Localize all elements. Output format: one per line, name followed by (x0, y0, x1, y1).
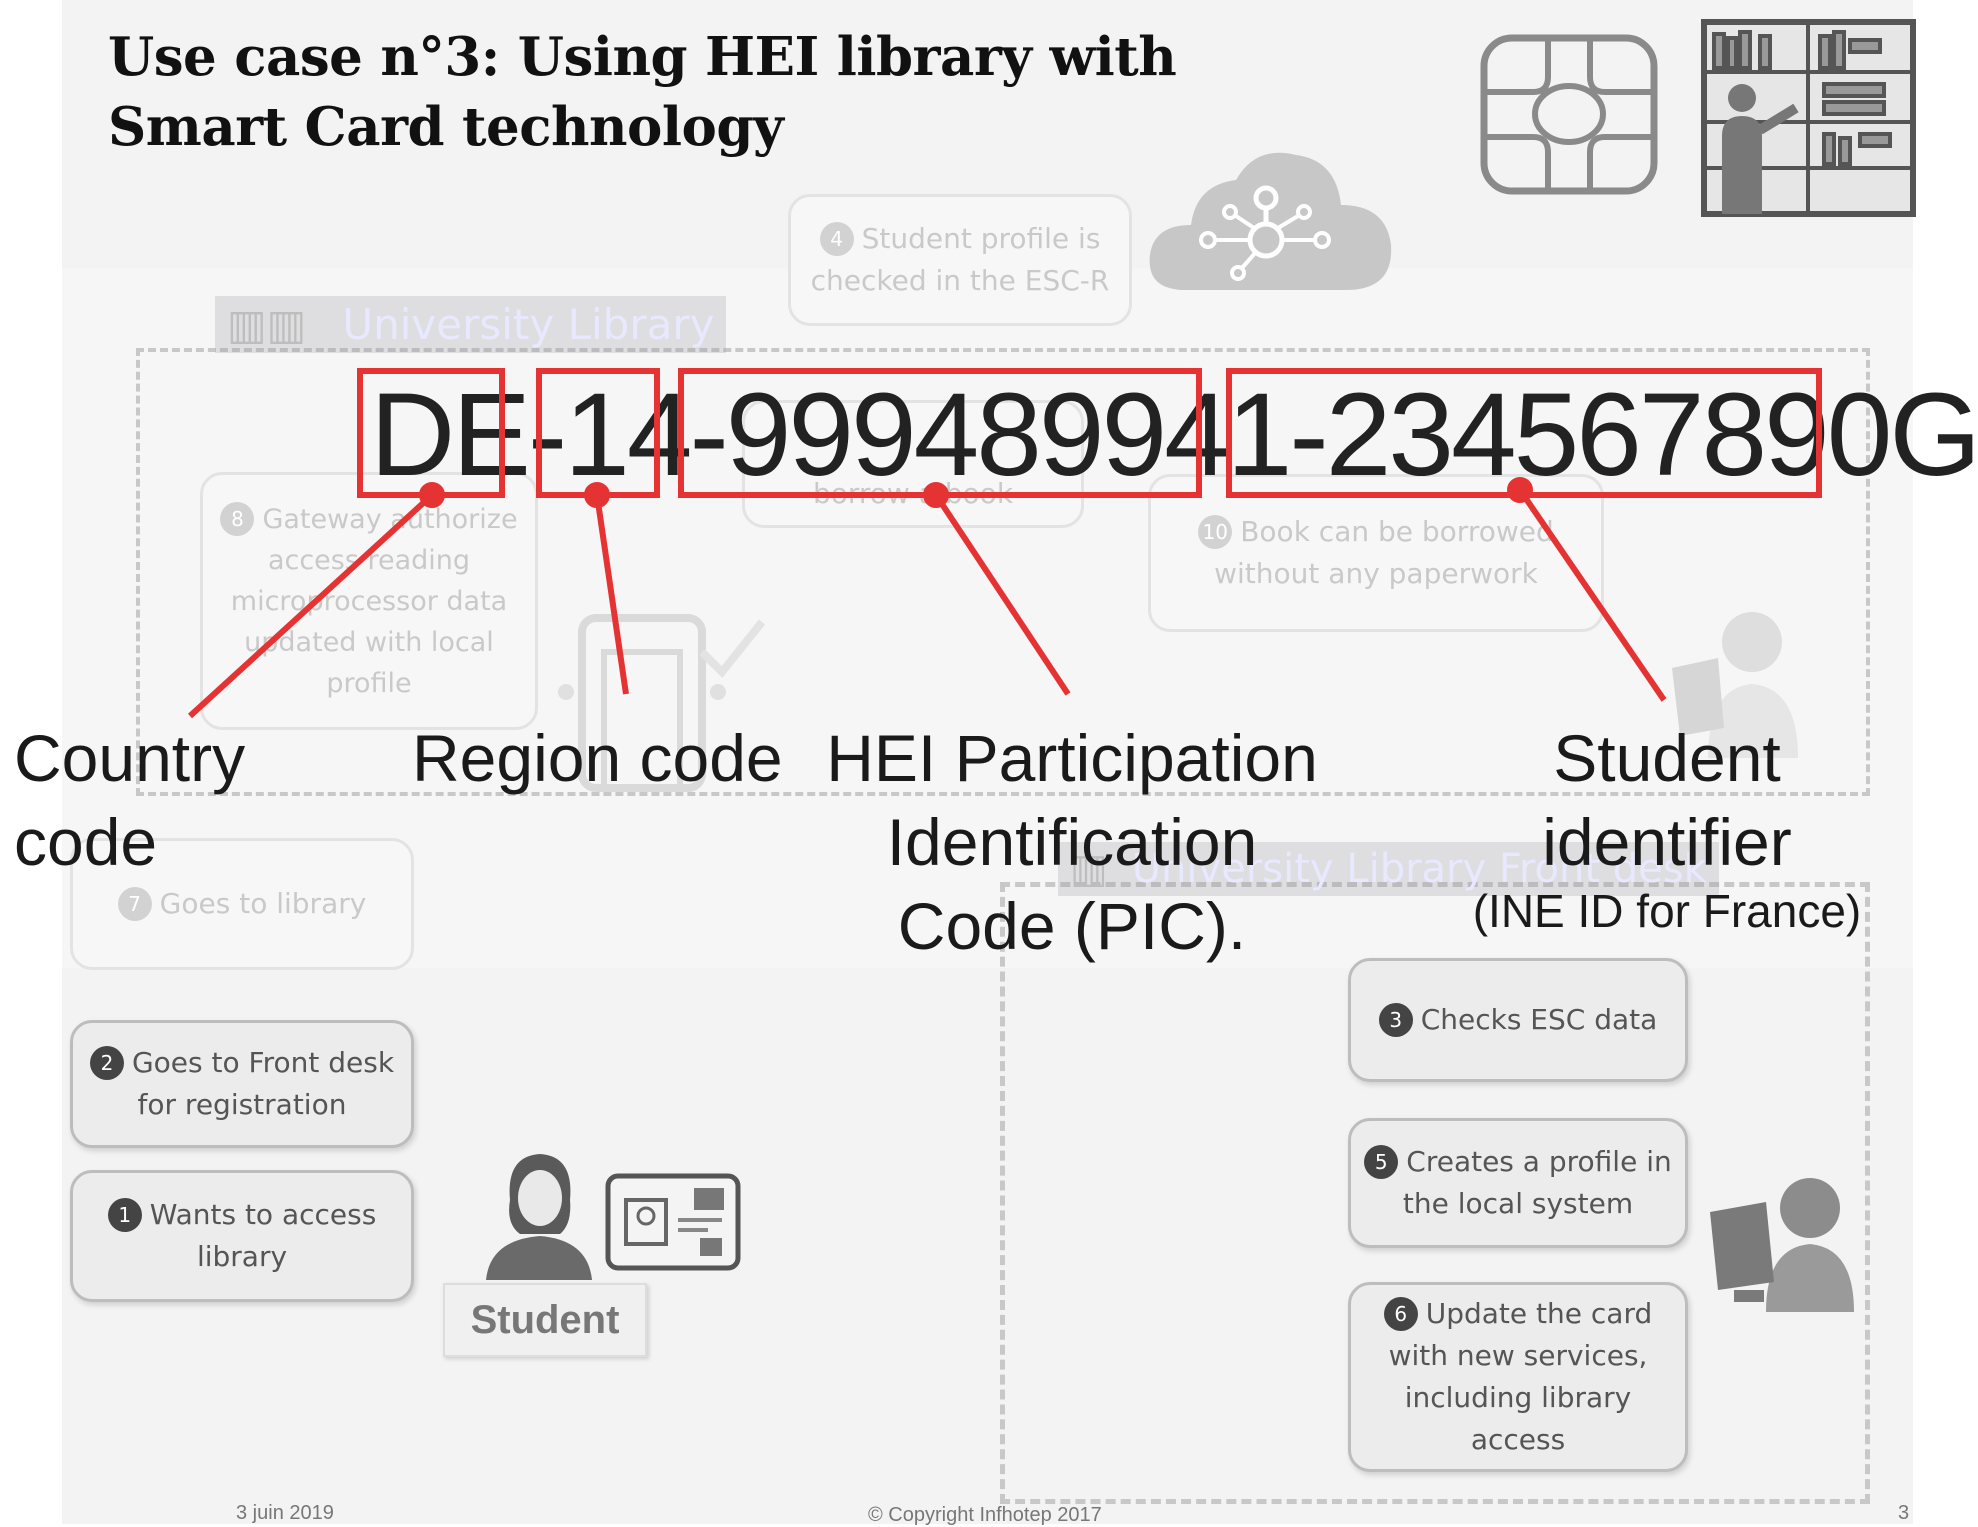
step-7-text: Goes to library (159, 887, 367, 920)
footer-date: 3 juin 2019 (236, 1502, 334, 1524)
student-identifier-annotation: Student identifier (INE ID for France) (1452, 716, 1882, 938)
step-5-text: Creates a profile in the local system (1402, 1145, 1672, 1220)
front-desk-label: ▥ University Library Front desk (1058, 842, 1719, 896)
step-10-number: 10 (1198, 515, 1233, 549)
id-separator-3: - (1289, 369, 1328, 501)
student-pointer-line (1517, 488, 1667, 702)
region-code-annotation: Region code (412, 721, 783, 795)
region-pointer-line (594, 494, 629, 695)
id-student-identifier: 234567890G (1325, 369, 1978, 501)
step-1-text: Wants to access library (149, 1198, 377, 1273)
country-annotation-line-1: Country (14, 721, 246, 795)
step-3-text: Checks ESC data (1420, 1003, 1658, 1036)
library-shelves-icon (1701, 19, 1916, 217)
step-7-number: 7 (117, 887, 152, 921)
id-separator-2: - (689, 369, 728, 501)
footer-copyright: © Copyright Infhotep 2017 (868, 1504, 1102, 1526)
smart-card-chip-icon (1480, 34, 1658, 195)
step-1-number: 1 (107, 1198, 142, 1232)
student-annotation-line-3: (INE ID for France) (1472, 885, 1862, 937)
region-code-highlight (536, 368, 660, 498)
clerk-at-computer-icon (1710, 1178, 1854, 1312)
slide-title: Use case n°3: Using HEI library with Sma… (108, 22, 1258, 162)
student-id-highlight (1226, 368, 1822, 498)
pic-annotation-line-1: HEI Participation (826, 721, 1318, 795)
step-8-text: Gateway authorize access reading micropr… (230, 503, 518, 699)
id-region-code: 14 (564, 369, 692, 501)
step-6-text: Update the card with new services, inclu… (1388, 1297, 1653, 1456)
step-10-text: Book can be borrowed without any paperwo… (1214, 515, 1554, 590)
gate-icon (558, 614, 766, 792)
student-annotation-line-2: identifier (1542, 805, 1792, 879)
country-annotation-line-2: code (14, 805, 158, 879)
step-8-number: 8 (220, 501, 255, 536)
step-6-number: 6 (1383, 1297, 1418, 1331)
clerk-computer-icon (1672, 612, 1798, 758)
pic-highlight (678, 368, 1202, 498)
pic-annotation: HEI Participation Identification Code (P… (812, 716, 1332, 968)
step-3-number: 3 (1378, 1003, 1413, 1037)
id-card-icon (605, 1173, 741, 1271)
front-desk-icon: ▥ (1070, 846, 1108, 892)
step-4-number: 4 (819, 222, 854, 256)
step-4-text: Student profile is checked in the ESC-R (810, 222, 1110, 297)
id-separator-1: - (527, 369, 567, 501)
pic-annotation-line-3: Code (PIC). (897, 889, 1247, 963)
title-line-1: Use case n°3: Using HEI library with (108, 26, 1177, 88)
pointer-lines (187, 477, 1667, 719)
step-2-text: Goes to Front desk for registration (131, 1046, 395, 1121)
university-library-area (136, 348, 1870, 796)
cloud-network-icon (1149, 152, 1392, 290)
country-code-highlight (357, 368, 505, 498)
library-icon: ▥▥ (227, 300, 307, 349)
student-label: Student (443, 1283, 647, 1357)
country-pointer-line (187, 492, 435, 719)
university-library-label: ▥▥ University Library (215, 296, 727, 353)
country-code-annotation: Country code (14, 716, 344, 884)
pic-annotation-line-2: Identification (886, 805, 1258, 879)
title-line-2: Smart Card technology (108, 96, 784, 158)
step-2-number: 2 (89, 1046, 124, 1080)
university-library-title: University Library (342, 300, 715, 349)
student-annotation-line-1: Student (1553, 721, 1781, 795)
front-desk-area (1000, 882, 1870, 1504)
student-icon (486, 1154, 592, 1280)
front-desk-title: University Library Front desk (1131, 846, 1707, 892)
footer-page-number: 3 (1898, 1502, 1910, 1524)
step-5-number: 5 (1364, 1145, 1399, 1179)
pic-pointer-line (933, 493, 1071, 696)
